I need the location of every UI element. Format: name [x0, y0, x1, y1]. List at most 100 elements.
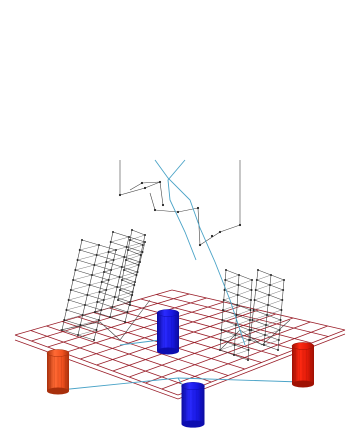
truss-node — [107, 251, 110, 253]
truss-diagonal — [233, 349, 249, 356]
center-mast — [118, 160, 242, 247]
truss-node — [95, 329, 98, 331]
truss-node — [77, 334, 79, 336]
truss-column — [117, 229, 133, 301]
truss-base — [59, 299, 151, 341]
truss-node — [250, 289, 253, 291]
truss-node — [222, 299, 225, 301]
truss-node — [265, 324, 267, 326]
truss-node — [81, 239, 83, 241]
truss-column — [77, 244, 100, 336]
truss-diagonal — [112, 301, 131, 308]
truss-node — [236, 304, 239, 306]
truss-diagonal — [99, 286, 118, 293]
truss-diagonal — [80, 319, 99, 326]
truss-diagonal — [121, 274, 137, 281]
truss-row — [129, 239, 143, 246]
truss-node — [233, 344, 236, 346]
truss-diagonal — [256, 274, 272, 281]
truss-node — [124, 321, 126, 323]
cylinder-top — [181, 382, 205, 390]
truss-node — [277, 339, 280, 341]
truss-node — [65, 309, 68, 311]
truss-diagonal — [219, 344, 235, 351]
truss-node — [84, 304, 86, 306]
grid-line — [140, 298, 312, 344]
truss-node — [126, 311, 129, 313]
truss-node — [225, 269, 227, 271]
truss-node — [94, 311, 96, 313]
truss-node — [95, 254, 98, 256]
truss-diagonal — [236, 309, 251, 316]
truss-node — [237, 284, 240, 286]
truss-node — [125, 246, 128, 248]
truss-node — [123, 256, 126, 258]
truss-diagonal — [94, 306, 113, 313]
truss-node — [144, 241, 146, 243]
truss-node — [219, 339, 222, 341]
truss-node — [128, 236, 130, 238]
truss-node — [86, 294, 89, 296]
truss-node — [263, 344, 265, 346]
mast-node — [196, 206, 200, 210]
truss-node — [131, 294, 134, 296]
mast-node — [198, 243, 202, 247]
truss-node — [255, 279, 258, 281]
truss-node — [283, 279, 285, 281]
truss-diagonal — [264, 329, 280, 336]
truss-diagonal — [222, 304, 238, 311]
truss-diagonal — [235, 329, 250, 336]
truss-node — [98, 244, 100, 246]
cable — [177, 377, 301, 383]
truss-node — [268, 294, 270, 296]
grid-line — [156, 294, 329, 337]
truss-diagonal — [106, 256, 125, 263]
truss-node — [233, 354, 235, 356]
truss-diagonal — [126, 241, 146, 248]
truss-node — [248, 329, 251, 331]
grid-line — [177, 329, 346, 396]
grid-line — [171, 289, 346, 331]
truss-node — [125, 259, 127, 261]
truss-node — [251, 279, 253, 281]
truss-column — [93, 249, 117, 341]
truss-node — [251, 319, 254, 321]
truss-diagonal — [265, 319, 281, 326]
truss-diagonal — [84, 299, 104, 306]
cylinders — [46, 309, 315, 428]
left-wireframe-structure — [59, 229, 151, 341]
truss-diagonal — [109, 311, 128, 318]
truss-column — [61, 239, 83, 331]
truss-node — [249, 339, 251, 341]
truss-diagonal — [64, 314, 83, 321]
truss-node — [81, 314, 84, 316]
truss-column — [249, 269, 259, 341]
truss-diagonal — [254, 294, 270, 301]
truss-diagonal — [119, 284, 135, 291]
truss-diagonal — [249, 334, 266, 341]
right-wireframe-structure — [219, 269, 291, 361]
mast-node — [210, 234, 214, 238]
cylinder-top — [291, 342, 315, 350]
grid-line — [124, 303, 296, 350]
truss-node — [97, 319, 100, 321]
truss-node — [131, 229, 133, 231]
truss-node — [221, 319, 224, 321]
mast-node — [140, 181, 144, 185]
truss-node — [223, 289, 226, 291]
truss-node — [266, 314, 268, 316]
truss-node — [120, 266, 123, 268]
truss-node — [139, 254, 142, 256]
mast-line — [119, 181, 164, 206]
cable — [154, 159, 246, 346]
grid-line — [109, 307, 279, 357]
truss-diagonal — [114, 291, 133, 298]
truss-node — [93, 264, 96, 266]
truss-node — [93, 339, 95, 341]
truss-row — [125, 259, 139, 266]
truss-node — [270, 274, 272, 276]
truss-node — [236, 294, 239, 296]
truss-node — [279, 319, 282, 321]
truss-node — [112, 231, 114, 233]
